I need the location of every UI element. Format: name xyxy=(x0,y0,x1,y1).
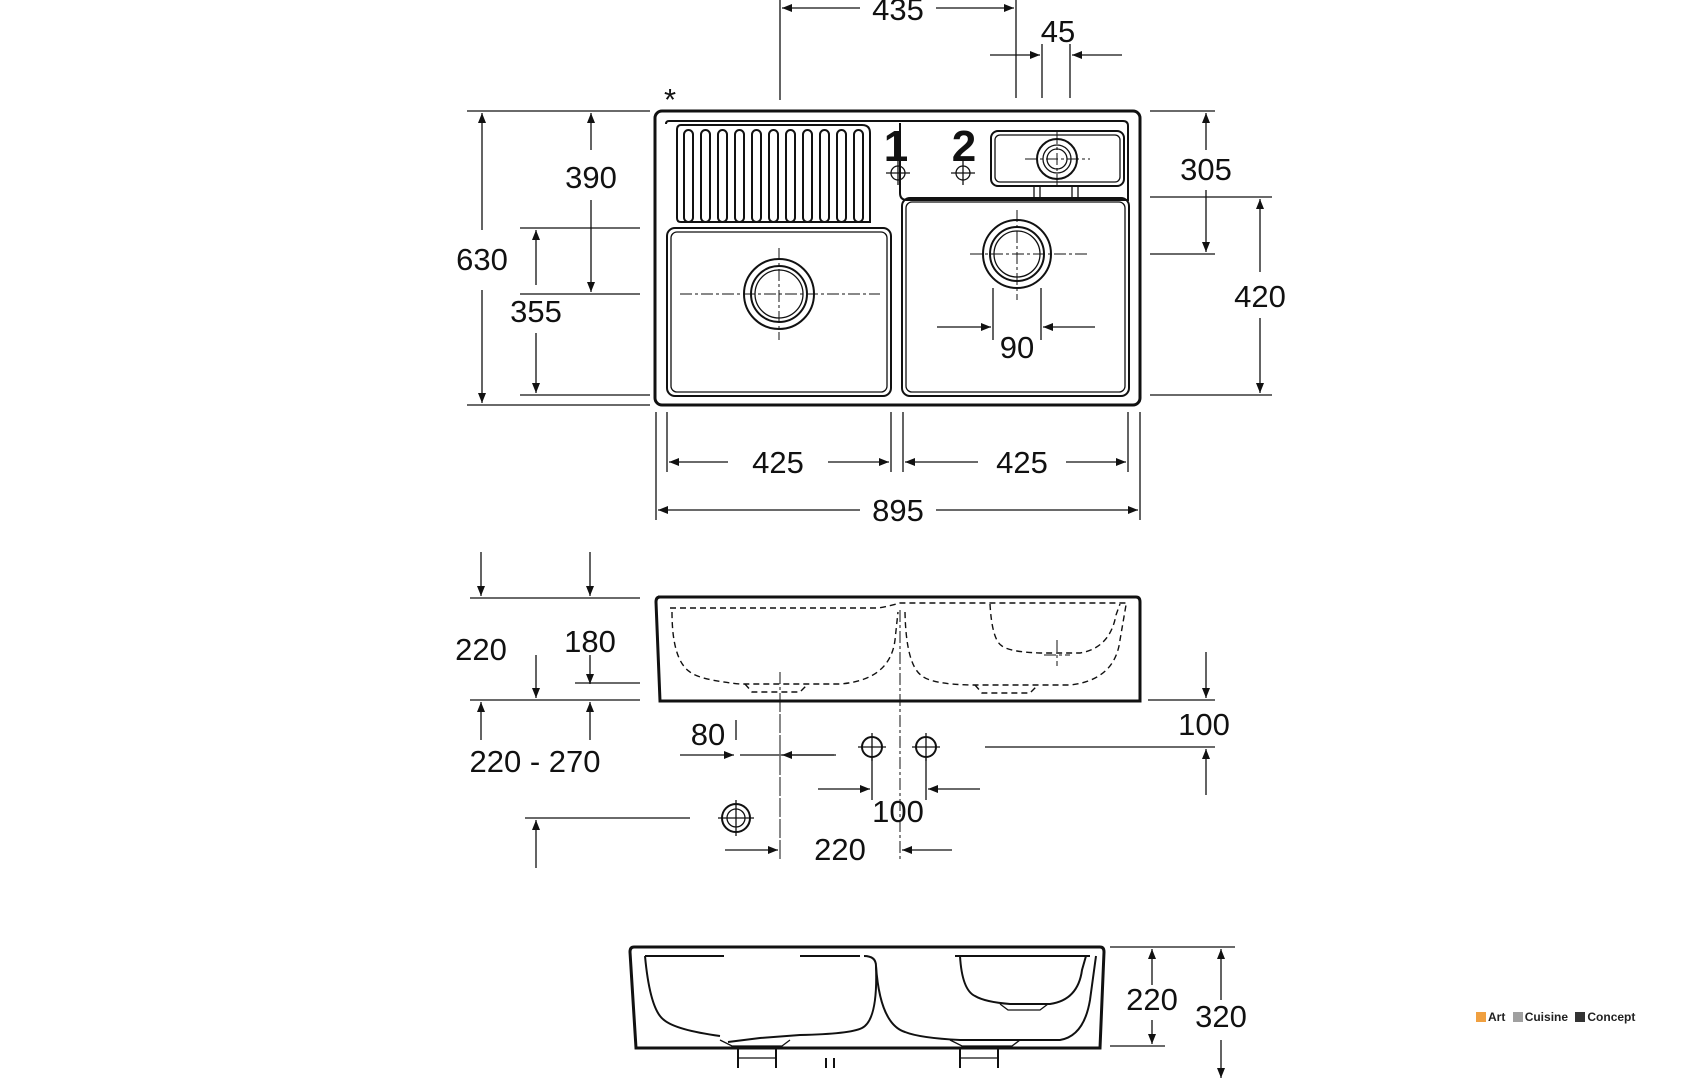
dim-side-220-bottom: 220 xyxy=(814,832,866,867)
brand-square-dark xyxy=(1575,1012,1586,1022)
dim-bowl-90: 90 xyxy=(1000,330,1034,365)
front-section-view: 220 320 xyxy=(628,945,1247,1078)
pipe-hole-outlet xyxy=(718,800,754,836)
asterisk-note: * xyxy=(664,82,676,117)
drain-left xyxy=(680,248,880,340)
brand-square-orange xyxy=(1476,1012,1486,1022)
dim-front-320: 320 xyxy=(1195,999,1247,1034)
right-bowl xyxy=(901,197,1130,397)
dim-left-630: 630 xyxy=(456,242,508,277)
dim-left-355: 355 xyxy=(510,294,562,329)
tap-hole-2-number: 2 xyxy=(952,122,976,171)
dim-side-100-mid: 100 xyxy=(872,794,924,829)
dim-bottom-425-right: 425 xyxy=(996,445,1048,480)
left-bowl xyxy=(666,227,892,397)
dim-bottom-895: 895 xyxy=(872,493,924,528)
dim-side-80: 80 xyxy=(691,717,725,752)
brand-word-art: Art xyxy=(1488,1010,1506,1024)
brand-word-cuisine: Cuisine xyxy=(1524,1010,1569,1024)
tap-hole-1 xyxy=(886,161,910,185)
tap-hole-2 xyxy=(951,161,975,185)
dim-right-420: 420 xyxy=(1234,279,1286,314)
drain-right xyxy=(970,210,1090,300)
drain-small xyxy=(1025,132,1090,186)
dim-side-180: 180 xyxy=(564,624,616,659)
dim-front-220: 220 xyxy=(1126,982,1178,1017)
pipe-hole-1 xyxy=(858,733,886,761)
brand-logo: Art Cuisine Concept xyxy=(1472,1010,1635,1024)
brand-word-concept: Concept xyxy=(1587,1010,1636,1024)
pipe-hole-2 xyxy=(912,733,940,761)
dim-left-390: 390 xyxy=(565,160,617,195)
dim-right-305: 305 xyxy=(1180,152,1232,187)
dim-top-45: 45 xyxy=(1041,14,1075,49)
brand-square-gray xyxy=(1512,1012,1523,1022)
side-view: 220 180 220 - 270 100 80 100 xyxy=(455,552,1230,868)
tap-hole-1-number: 1 xyxy=(884,122,908,171)
dim-side-220-270: 220 - 270 xyxy=(470,744,601,779)
drainer-grooves xyxy=(676,124,871,223)
dim-top-435: 435 xyxy=(872,0,924,27)
top-view: 1 2 * 435 45 630 390 355 305 xyxy=(456,0,1286,528)
dim-side-220: 220 xyxy=(455,632,507,667)
dim-side-100-right: 100 xyxy=(1178,707,1230,742)
dim-bottom-425-left: 425 xyxy=(752,445,804,480)
